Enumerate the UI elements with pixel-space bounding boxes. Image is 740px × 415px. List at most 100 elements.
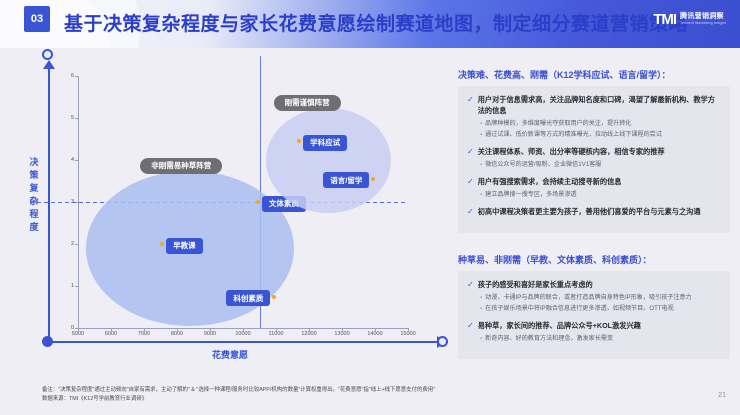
panel-subbullet-text: 微信公众号的运营/吸粉、企业微信1V1客服 — [485, 161, 602, 168]
y-tick-mark — [75, 244, 78, 245]
panel-bullet: ✓初高中课程决策者更主要为孩子，善用他们喜爱的平台与元素与之沟通 — [467, 206, 721, 217]
page-number: 21 — [718, 392, 726, 399]
x-tick-mark — [144, 328, 145, 331]
check-icon: ✓ — [467, 280, 474, 289]
panel-subbullet: ▪通过试课、低价新课等方式的精准曝光，拉动线上线下课程的尝试 — [480, 130, 721, 140]
logo-mark-text: TMI — [653, 11, 677, 28]
data-point-label: 语言/留学 — [323, 172, 370, 189]
y-tick-mark — [75, 76, 78, 77]
panel-bullet: ✓易种草，家长间的推荐、品牌公众号+KOL激发兴趣 — [467, 320, 721, 331]
x-tick-mark — [210, 328, 211, 331]
panel-bullet: ✓关注课程体系、师资、出分率等硬核内容，相信专家的推荐 — [467, 146, 721, 157]
panel-subbullet: ▪微信公众号的运营/吸粉、企业微信1V1客服 — [480, 160, 721, 170]
y-axis-origin-icon — [42, 336, 53, 347]
panel-bullet: ✓用户对于信息需求高，关注品牌知名度和口碑，渴望了解最新机构、教学方法的信息 — [467, 94, 721, 116]
x-tick-label: 12000 — [301, 331, 317, 337]
x-tick-mark — [375, 328, 376, 331]
panel-subbullet-group: ▪微信公众号的运营/吸粉、企业微信1V1客服 — [480, 160, 721, 170]
cluster-bubble — [266, 107, 392, 213]
y-tick-mark — [75, 118, 78, 119]
x-tick-mark — [309, 328, 310, 331]
bullet-dot-icon: ▪ — [480, 295, 483, 301]
bullet-dot-icon: ▪ — [480, 336, 483, 342]
panel-subbullet-text: 动漫、卡通IP与品牌的联合，或者打造品牌自身特色IP形象，吸引孩子注意力 — [485, 294, 692, 301]
data-point-marker — [297, 139, 302, 144]
panel-subbullet-group: ▪品牌种模的，多维度曝光夺获取用户的关注，提升转化▪通过试课、低价新课等方式的精… — [480, 119, 721, 140]
x-tick-label: 6000 — [104, 331, 118, 337]
footnote-note: 备注："决策复杂程度"通过主动频向"自家有需求，主动了解的" & "选择一种课程… — [42, 387, 436, 393]
x-tick-label: 13000 — [334, 331, 350, 337]
panel-subbullet-text: 通过试课、低价新课等方式的精准曝光，拉动线上线下课程的尝试 — [485, 131, 662, 138]
y-tick-mark — [75, 286, 78, 287]
x-tick-label: 15000 — [400, 331, 416, 337]
data-point-marker — [371, 176, 376, 181]
x-tick-label: 14000 — [367, 331, 383, 337]
logo-english-name: Tencent Marketing Insight — [680, 20, 726, 25]
cluster-label: 非刚需易种草阵营 — [140, 157, 223, 174]
y-axis-arrow-icon — [43, 60, 55, 69]
bullet-dot-icon: ▪ — [480, 121, 483, 127]
x-tick-mark — [111, 328, 112, 331]
panel-bullet: ✓孩子的感受和喜好是家长重点考虑的 — [467, 279, 721, 290]
panel-heading: 决策难、花费高、刚需（K12学科应试、语言/留学）： — [458, 70, 671, 80]
y-tick-label: 1 — [70, 283, 74, 289]
x-tick-mark — [408, 328, 409, 331]
check-icon: ✓ — [467, 177, 474, 186]
panel-bullet-text: 用户对于信息需求高，关注品牌知名度和口碑，渴望了解最新机构、教学方法的信息 — [477, 95, 715, 115]
bullet-dot-icon: ▪ — [480, 162, 483, 168]
panel-bullet-text: 易种草，家长间的推荐、品牌公众号+KOL激发兴趣 — [477, 321, 641, 330]
panel-decision-hard: 决策难、花费高、刚需（K12学科应试、语言/留学）： ✓用户对于信息需求高，关注… — [458, 68, 730, 233]
x-tick-label: 8000 — [170, 331, 184, 337]
quadrant-chart: 决策复杂程度 花费意愿 0123456 50006000700080009000… — [0, 48, 452, 370]
x-tick-label: 7000 — [137, 331, 151, 337]
spacer — [467, 220, 721, 224]
data-point-label: 早教课 — [166, 237, 203, 254]
x-tick-mark — [243, 328, 244, 331]
x-tick-label: 5000 — [71, 331, 85, 337]
x-tick-mark — [177, 328, 178, 331]
y-axis-title: 决策复杂程度 — [29, 157, 39, 232]
bullet-dot-icon: ▪ — [480, 192, 483, 198]
panel-body: ✓用户对于信息需求高，关注品牌知名度和口碑，渴望了解最新机构、教学方法的信息▪品… — [458, 86, 730, 233]
x-tick-mark — [78, 328, 79, 331]
check-icon: ✓ — [467, 147, 474, 156]
y-axis-cap-icon — [42, 49, 53, 60]
panel-subbullet: ▪品牌种模的，多维度曝光夺获取用户的关注，提升转化 — [480, 119, 721, 129]
cluster-label: 刚需谨慎阵营 — [273, 94, 341, 111]
x-axis-line — [48, 341, 448, 343]
panel-body: ✓孩子的感受和喜好是家长重点考虑的▪动漫、卡通IP与品牌的联合，或者打造品牌自身… — [458, 271, 730, 359]
y-tick-label: 2 — [70, 241, 74, 247]
panel-bullet: ✓用户有强搜索需求，会持续主动搜寻新的信息 — [467, 176, 721, 187]
panel-subbullet-text: 在孩子娱乐场景中将IP融合信息进行更多渗透，如视频节目、OTT电视 — [485, 305, 674, 312]
data-point-marker — [272, 294, 277, 299]
panel-subbullet-text: 新奇内容、好的教育方法和理念，激发家长需变 — [485, 335, 614, 342]
y-tick-mark — [75, 328, 78, 329]
check-icon: ✓ — [467, 321, 474, 330]
y-tick-label: 5 — [70, 115, 74, 121]
data-point-label: 科创素质 — [226, 290, 271, 306]
section-number: 03 — [24, 6, 50, 32]
x-axis-title: 花费意愿 — [212, 350, 249, 360]
panel-subbullet-group: ▪新奇内容、好的教育方法和理念，激发家长需变 — [480, 334, 721, 344]
bullet-dot-icon: ▪ — [480, 306, 483, 312]
footnote-source: 数据来源：TMI《K12号学前教育行业调研》 — [42, 396, 148, 402]
check-icon: ✓ — [467, 207, 474, 216]
panel-subbullet: ▪动漫、卡通IP与品牌的联合，或者打造品牌自身特色IP形象，吸引孩子注意力 — [480, 293, 721, 303]
footnote: 备注："决策复杂程度"通过主动频向"自家有需求，主动了解的" & "选择一种课程… — [42, 386, 642, 404]
y-axis-line — [48, 68, 50, 340]
y-tick-label: 4 — [70, 157, 74, 163]
brand-logo: TMI 腾讯营销洞察 Tencent Marketing Insight — [653, 11, 726, 28]
data-point-marker — [160, 242, 165, 246]
panel-subbullet: ▪建立品牌搜一搜专区，多场景渗透 — [480, 190, 721, 200]
slide-header: 03 基于决策复杂程度与家长花费意愿绘制赛道地图，制定细分赛道营销策略 TMI … — [0, 0, 740, 48]
panel-subbullet-group: ▪动漫、卡通IP与品牌的联合，或者打造品牌自身特色IP形象，吸引孩子注意力▪在孩… — [480, 293, 721, 314]
panel-bullet-text: 关注课程体系、师资、出分率等硬核内容，相信专家的推荐 — [477, 147, 665, 156]
x-tick-mark — [342, 328, 343, 331]
x-axis-cap-icon — [437, 336, 448, 347]
panel-easy-seed: 种草易、非刚需（早教、文体素质、科创素质）： ✓孩子的感受和喜好是家长重点考虑的… — [458, 253, 730, 359]
panel-subbullet-group: ▪建立品牌搜一搜专区，多场景渗透 — [480, 190, 721, 200]
data-point-marker — [255, 200, 260, 204]
x-tick-label: 11000 — [268, 331, 284, 337]
panel-subbullet: ▪新奇内容、好的教育方法和理念，激发家长需变 — [480, 334, 721, 344]
check-icon: ✓ — [467, 95, 474, 104]
